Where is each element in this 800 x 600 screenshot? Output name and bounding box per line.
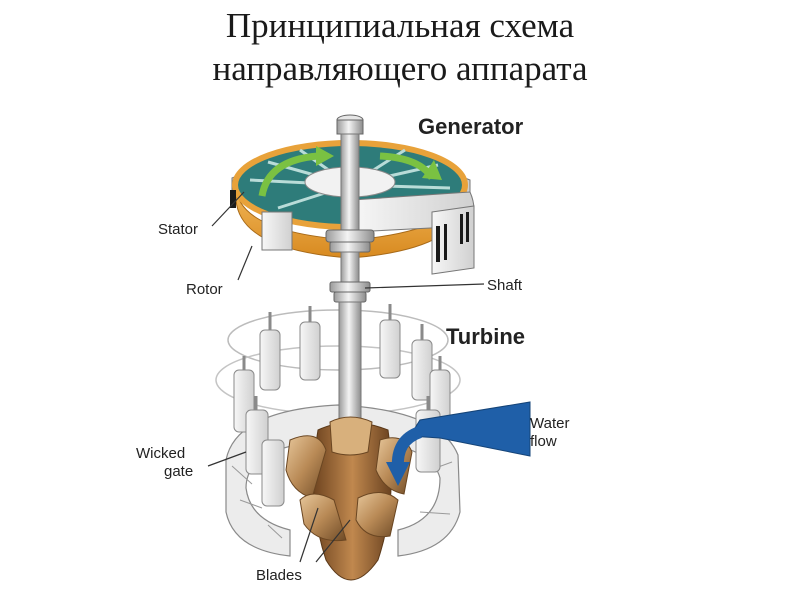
turbine-runner — [285, 416, 413, 581]
title-line-2: направляющего аппарата — [212, 49, 588, 88]
shaft-coupling-4 — [333, 291, 367, 303]
water-flow-arrow — [386, 401, 531, 486]
gate-vane — [411, 339, 433, 401]
rotation-arrowhead-left — [316, 146, 334, 166]
runner-blade — [329, 416, 373, 456]
wicked-gate-label-line1: Wicked — [136, 445, 185, 462]
wicked-gate-leader — [207, 451, 247, 467]
wicked-gate-label-line2: gate — [164, 463, 193, 480]
gate-stems — [242, 304, 442, 410]
gate-vane — [261, 439, 285, 507]
runner-blade — [355, 492, 399, 538]
stator-left-block — [261, 211, 293, 251]
water-flow-label-line1: Water — [530, 415, 569, 432]
gate-vane — [259, 329, 281, 391]
rotation-arrow-left — [258, 152, 319, 197]
rotor-leader — [237, 245, 253, 281]
turbine-heading: Turbine — [446, 324, 525, 349]
stator-label: Stator — [158, 221, 198, 238]
rotation-arrowhead-right — [422, 160, 442, 180]
water-flow-arrowhead — [386, 462, 410, 486]
shaft-cap — [336, 119, 364, 135]
shaft-coupling-1 — [325, 229, 375, 243]
shaft-upper — [340, 133, 360, 235]
blades-leader-1 — [299, 507, 319, 563]
gate-vane — [299, 321, 321, 381]
shaft-lower — [338, 301, 362, 421]
leader-lines — [207, 191, 485, 563]
stator-leader — [211, 191, 245, 227]
casing-top-ring — [227, 309, 449, 371]
gate-vane — [379, 319, 401, 379]
generator-heading: Generator — [418, 114, 524, 139]
rotor-label: Rotor — [186, 281, 223, 298]
shaft — [325, 114, 375, 421]
shaft-middle — [340, 251, 360, 283]
blades-label: Blades — [256, 567, 302, 584]
shaft-coupling-3 — [329, 281, 371, 293]
slide-title: Принципиальная схема направляющего аппар… — [0, 4, 800, 90]
water-flow-arrow-body — [409, 401, 531, 457]
shaft-leader — [364, 283, 485, 289]
blades-leader-2 — [315, 519, 351, 563]
title-line-1: Принципиальная схема — [225, 6, 575, 45]
shaft-coupling-2 — [329, 241, 371, 253]
water-flow-label-line2: flow — [530, 433, 557, 450]
stator-right-end — [431, 205, 475, 275]
shaft-label: Shaft — [487, 277, 523, 294]
